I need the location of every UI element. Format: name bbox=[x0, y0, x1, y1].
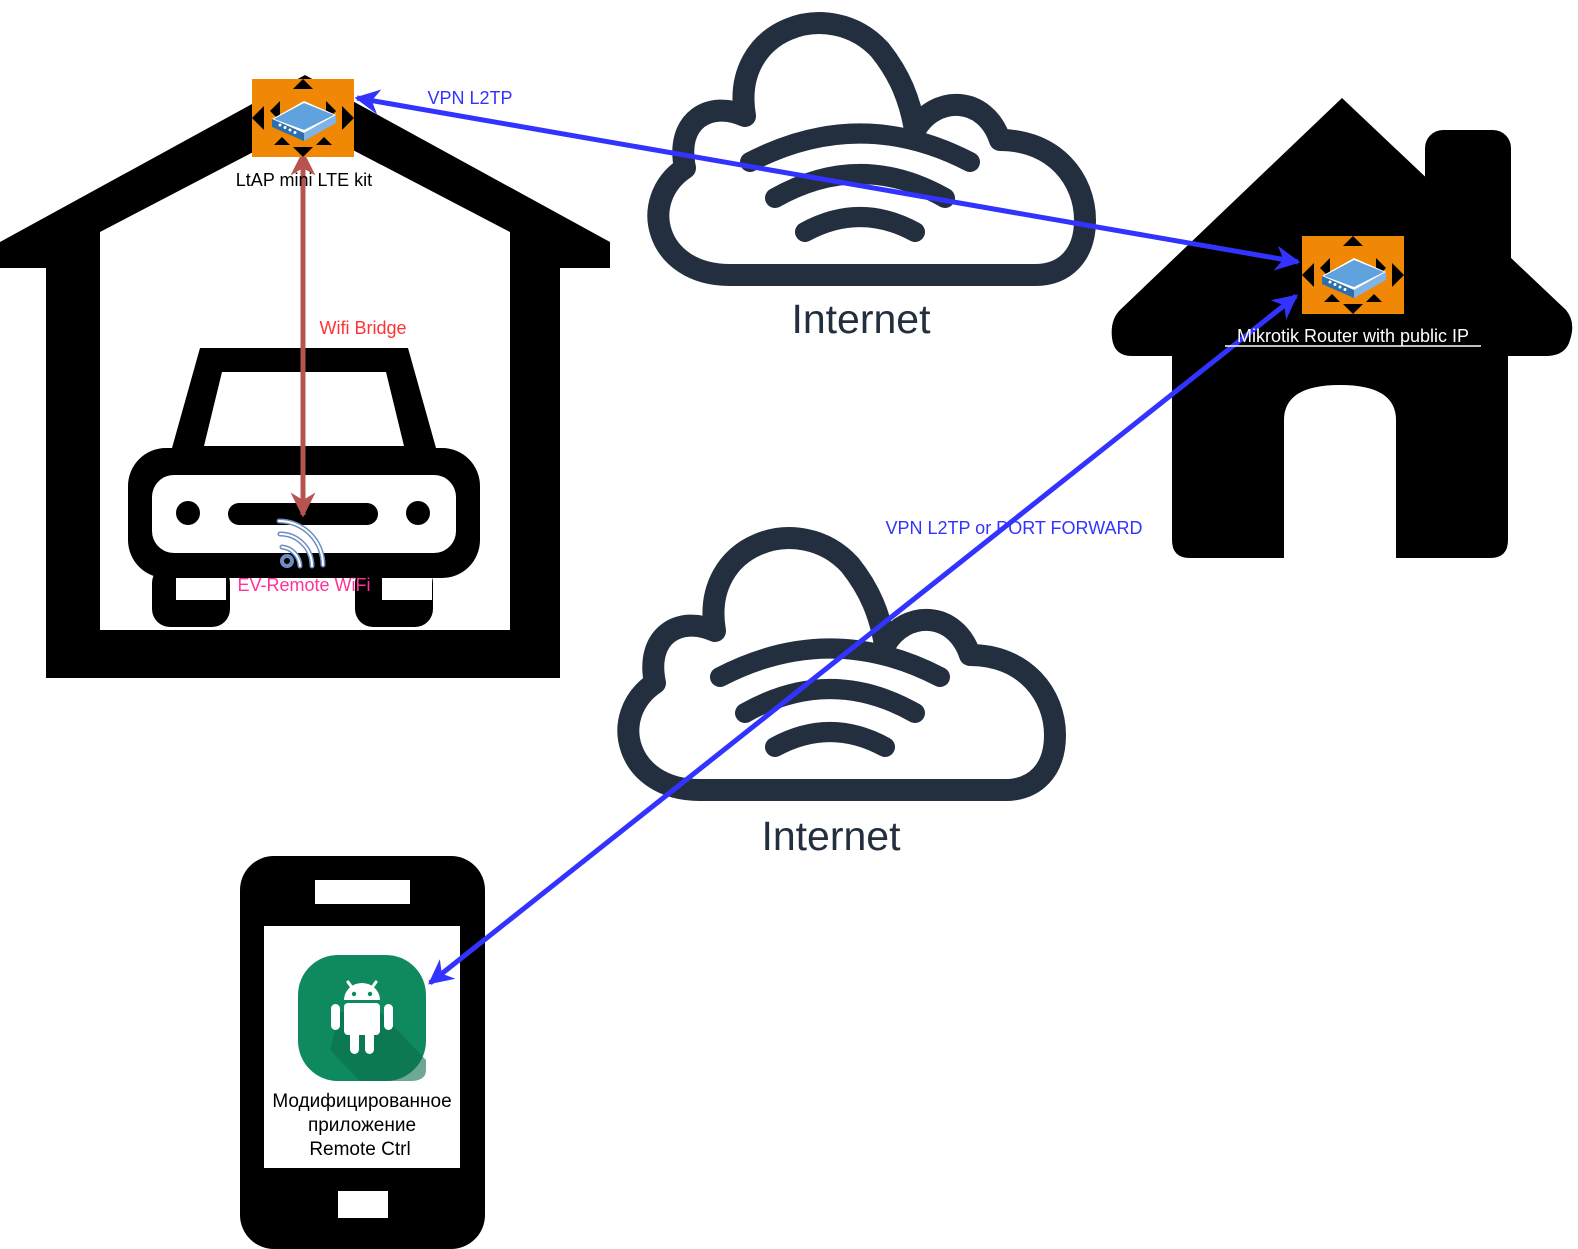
mikrotik-label: Mikrotik Router with public IP bbox=[1237, 326, 1469, 346]
vpn-port-forward-label: VPN L2TP or PORT FORWARD bbox=[885, 518, 1142, 538]
ev-remote-wifi-label: EV-Remote WiFi bbox=[237, 575, 370, 595]
cloud-icon-bottom bbox=[628, 538, 1055, 790]
vpn-l2tp-label: VPN L2TP bbox=[427, 88, 512, 108]
vpn-l2tp-edge bbox=[354, 89, 1301, 271]
wifi-bridge-label: Wifi Bridge bbox=[319, 318, 406, 338]
router-icon-ltap bbox=[252, 79, 354, 157]
vpn-port-forward-edge bbox=[428, 294, 1298, 985]
phone-app-label-line-2: приложение bbox=[308, 1115, 416, 1136]
android-icon bbox=[298, 955, 426, 1081]
ltap-label: LtAP mini LTE kit bbox=[236, 170, 372, 190]
router-icon-mikrotik bbox=[1302, 236, 1404, 314]
wifi-icon bbox=[276, 518, 326, 569]
cloud-top-label: Internet bbox=[791, 296, 931, 342]
phone-app-label-line-3: Remote Ctrl bbox=[309, 1139, 410, 1160]
phone-app-label-line-1: Модифицированное bbox=[272, 1091, 451, 1112]
cloud-bottom-label: Internet bbox=[761, 813, 901, 859]
cloud-icon-top bbox=[658, 23, 1085, 275]
